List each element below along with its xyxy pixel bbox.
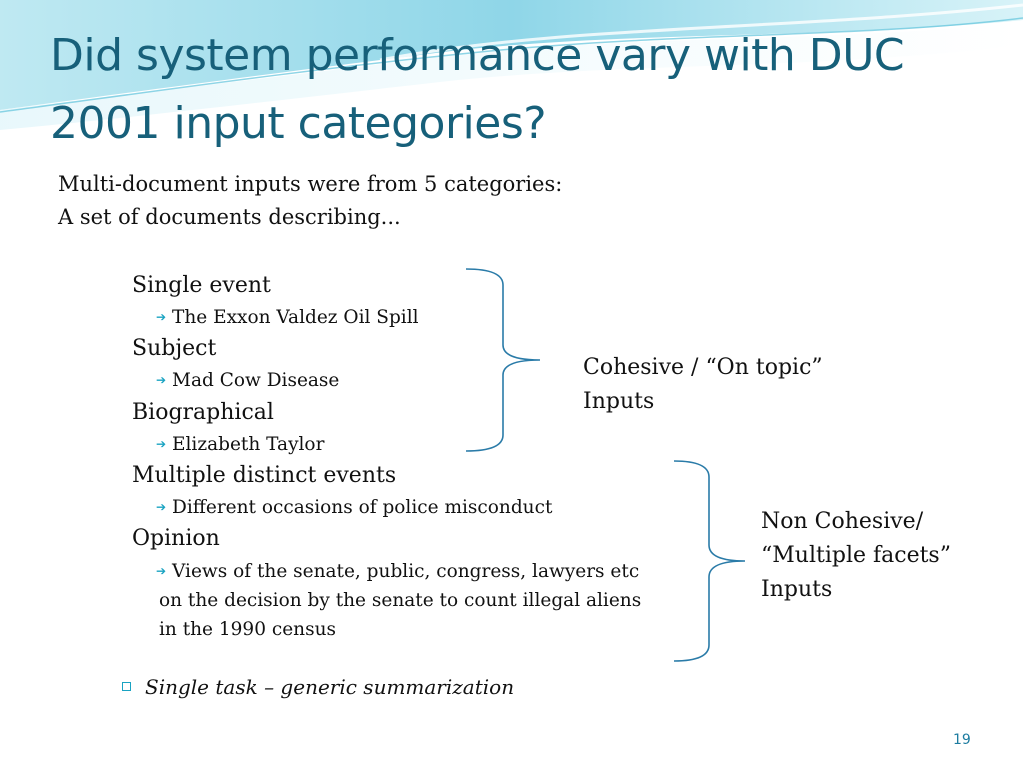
category-opinion: Opinion [132, 526, 220, 551]
category-multiple-events: Multiple distinct events [132, 463, 397, 488]
example-text-line-3: in the 1990 census [159, 619, 336, 640]
intro-line-1: Multi-document inputs were from 5 catego… [58, 172, 563, 196]
group-label-non-cohesive-line-1: Non Cohesive/ [761, 509, 924, 534]
note-text: Single task – generic summarization [145, 675, 515, 699]
example-text: The Exxon Valdez Oil Spill [172, 307, 419, 328]
example-single-event: ➔ The Exxon Valdez Oil Spill [156, 303, 419, 332]
arrow-right-icon: ➔ [156, 310, 167, 324]
group-label-non-cohesive: Non Cohesive/ “Multiple facets” Inputs [761, 505, 951, 607]
brace-cohesive [465, 268, 541, 452]
category-single-event: Single event [132, 273, 271, 298]
swoosh-wave-1 [0, 0, 1023, 110]
group-label-cohesive-line-2: Inputs [583, 389, 655, 414]
example-multiple-events: ➔ Different occasions of police misconduc… [156, 493, 552, 522]
category-subject: Subject [132, 336, 217, 361]
example-subject: ➔ Mad Cow Disease [156, 366, 339, 395]
example-text-line-1: Views of the senate, public, congress, l… [172, 561, 640, 582]
category-biographical: Biographical [132, 400, 274, 425]
arrow-right-icon: ➔ [156, 437, 167, 451]
slide-title: Did system performance vary with DUC 200… [50, 30, 905, 149]
example-biographical: ➔ Elizabeth Taylor [156, 430, 324, 459]
arrow-right-icon: ➔ [156, 564, 167, 578]
intro-line-2: A set of documents describing... [58, 205, 401, 229]
example-text: Elizabeth Taylor [172, 434, 325, 455]
header-swoosh [0, 0, 1023, 130]
hollow-square-icon [122, 682, 131, 691]
swoosh-line-2 [379, 3, 1023, 62]
group-label-cohesive-line-1: Cohesive / “On topic” [583, 355, 823, 380]
example-opinion: ➔ Views of the senate, public, congress, … [156, 557, 716, 644]
example-text: Different occasions of police misconduct [172, 497, 553, 518]
group-label-non-cohesive-line-2: “Multiple facets” [761, 543, 951, 568]
group-label-non-cohesive-line-3: Inputs [761, 577, 833, 602]
page-number: 19 [953, 732, 971, 748]
example-text-line-2: on the decision by the senate to count i… [159, 590, 642, 611]
intro-text: Multi-document inputs were from 5 catego… [58, 168, 562, 234]
note: Single task – generic summarization [122, 675, 514, 699]
swoosh-wave-2 [0, 22, 1023, 130]
swoosh-line-1 [0, 17, 1023, 113]
group-label-cohesive: Cohesive / “On topic” Inputs [583, 351, 823, 419]
example-text: Mad Cow Disease [172, 370, 340, 391]
arrow-right-icon: ➔ [156, 373, 167, 387]
arrow-right-icon: ➔ [156, 500, 167, 514]
